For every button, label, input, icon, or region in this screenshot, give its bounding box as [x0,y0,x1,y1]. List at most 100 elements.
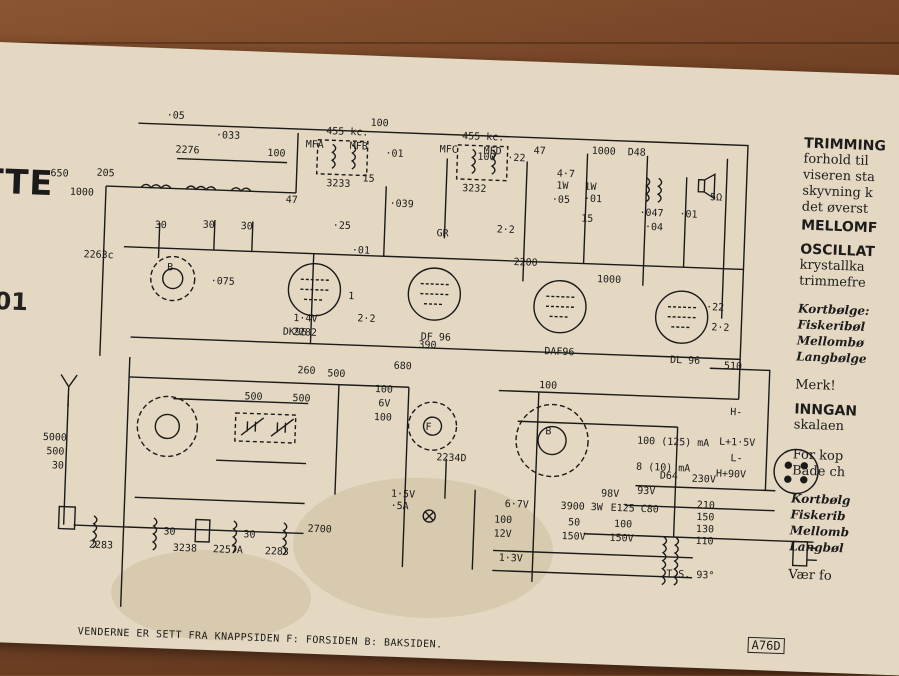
component-label: 100 [370,118,388,130]
component-label: 2282 [293,327,317,339]
component-label: D64 [660,471,678,483]
component-label: 30 [203,220,215,231]
component-label: B [545,426,551,437]
component-label: 100 [494,514,512,526]
component-label: 110 [695,536,713,548]
tube-daf96 [533,280,587,334]
component-label: D48 [627,147,645,159]
component-label: 500 [46,446,64,458]
switch-b-power [515,403,589,478]
component-label: 2·2 [357,313,375,325]
tube-df96 [407,267,462,321]
component-label: ·01 [584,194,602,206]
component-label: ·05 [167,110,185,122]
component-label: ·05 [552,194,570,206]
component-label: 3900 3W [560,501,603,514]
frame-coils [57,505,288,556]
component-label: 100 [374,412,392,424]
switch-f [407,401,458,451]
circuit-schematic: ·052276·033100100·0115650205100047·25·01… [43,110,819,607]
battery-plug [773,448,819,495]
component-label: ·01 [352,245,370,257]
tube-label: DL 96 [670,355,700,367]
component-label: ·04 [645,222,663,234]
component-label: 210 [697,500,715,512]
component-label: L- [730,453,742,464]
component-label: E125 C80 [610,503,659,516]
component-label: ·039 [389,198,413,210]
component-label: 12V [493,528,511,540]
component-label: 100 (125) mA [637,436,710,450]
component-label: 30 [52,460,64,471]
component-label: 2700 [307,524,331,536]
component-label: 15 [581,213,593,224]
wave-switch-b-upper [150,255,196,302]
antenna-coils [140,183,252,193]
component-label: 390 [418,340,436,352]
tube-dk96 [287,263,342,317]
component-label: 1·4V [293,313,317,325]
if-transformer-label: 455 kc. [462,131,505,144]
component-label: 5000 [43,432,67,444]
component-label: ·075 [210,276,234,288]
component-label: ·01 [679,209,697,221]
wood-grain-line [0,42,899,44]
component-label: 2276 [175,145,199,157]
component-label: L+1·5V [719,437,756,449]
component-label: 1·3V [499,553,523,565]
component-label: GR [436,228,449,239]
tube-dl96 [654,290,709,344]
component-label: 6V [378,398,390,409]
component-label: 50 [568,517,580,528]
component-label: 5Ω [710,192,722,203]
if-transformer-label: MFB [349,141,367,153]
component-label: 93V [637,486,655,498]
antenna-symbol [60,374,78,407]
component-label: 500 [292,393,310,405]
component-label: T.S. 93° [666,569,715,582]
component-label: 510 [724,361,742,373]
if-transformer-label: 455 kc. [326,126,369,139]
component-label: H+90V [716,469,746,481]
component-label: 98V [601,488,619,500]
component-label: 130 [696,524,714,536]
component-label: 30 [154,220,166,231]
component-label: 230V [692,474,716,486]
component-label: 6·7V [504,499,528,511]
component-label: 260 [297,365,315,377]
component-label: ·22 [706,302,724,314]
tube-label: DAF96 [544,346,574,358]
component-label: F [425,422,431,433]
if-transformer-left [315,139,369,177]
if-transformer-label: MFA [306,139,324,151]
pilot-lamp-icon [422,509,436,523]
component-label: 100 [267,148,285,160]
component-label: 2257A [213,544,243,556]
component-label: 2·2 [497,224,515,236]
component-label: 680 [393,361,411,373]
component-label: 1 [348,291,354,302]
component-label: 1000 [597,274,621,286]
if-transformer-label: 3232 [462,183,486,195]
component-label: 30 [163,526,175,537]
component-label: 1000 [70,187,94,199]
component-label: 650 [50,168,68,180]
if-transformer-label: 3233 [326,178,350,190]
component-label: ·25 [333,220,351,232]
tube-label: DK96 [283,327,307,339]
component-label: 2263c [83,249,113,261]
component-label: 150V [561,531,585,543]
component-label: 3238 [173,543,197,555]
component-label: 2283 [89,540,113,552]
component-label: 205 [96,168,114,180]
component-label: 100 [539,380,557,392]
component-label: ·22 [507,153,525,165]
component-label: 2200 [513,257,537,269]
if-transformer-label: MFD [483,146,501,158]
output-transformer [644,177,663,203]
component-label: 500 [244,391,262,403]
mains-plug [791,540,818,567]
component-label: 1000 [591,146,615,158]
wave-switch-b-lower [136,395,199,458]
